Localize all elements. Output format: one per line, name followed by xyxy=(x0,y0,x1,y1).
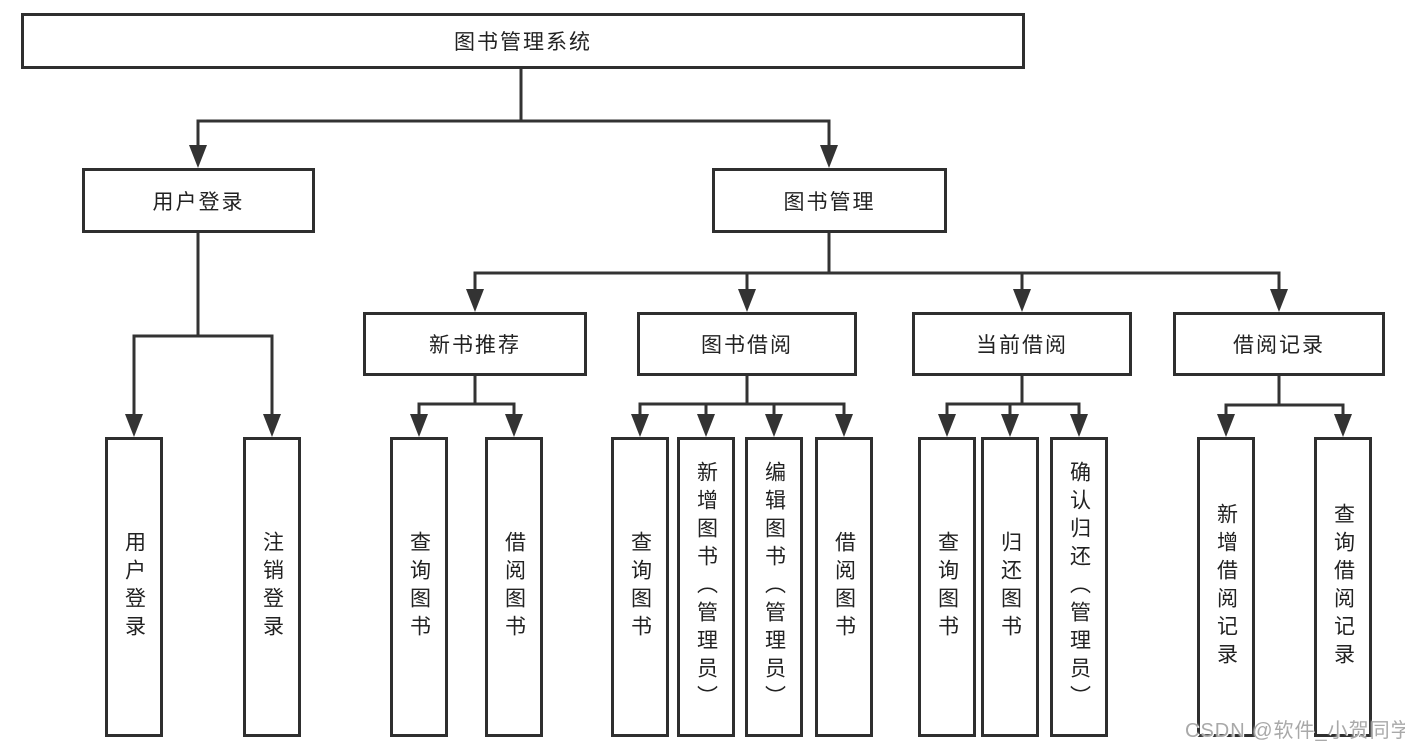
node-library-system: 图书管理系统 xyxy=(21,13,1025,69)
leaf-query-books: 查询图书 xyxy=(390,437,448,737)
node-book-borrowing: 图书借阅 xyxy=(637,312,857,376)
leaf-user-login: 用户登录 xyxy=(105,437,163,737)
csdn-watermark: CSDN @软件_小贺同学 xyxy=(1185,720,1405,742)
node-borrowing-records: 借阅记录 xyxy=(1173,312,1385,376)
leaf-borrow-books: 借阅图书 xyxy=(485,437,543,737)
leaf-add-books-admin: 新增图书（管理员） xyxy=(677,437,735,737)
node-user-login: 用户登录 xyxy=(82,168,315,233)
node-book-management: 图书管理 xyxy=(712,168,947,233)
arrowheads xyxy=(125,145,1352,437)
leaf-borrow-books: 借阅图书 xyxy=(815,437,873,737)
node-new-book-recommendation: 新书推荐 xyxy=(363,312,587,376)
leaf-add-borrow-record: 新增借阅记录 xyxy=(1197,437,1255,737)
node-current-borrowing: 当前借阅 xyxy=(912,312,1132,376)
leaf-logout: 注销登录 xyxy=(243,437,301,737)
leaf-query-borrow-record: 查询借阅记录 xyxy=(1314,437,1372,737)
leaf-query-books: 查询图书 xyxy=(611,437,669,737)
leaf-return-books: 归还图书 xyxy=(981,437,1039,737)
leaf-confirm-return-admin: 确认归还（管理员） xyxy=(1050,437,1108,737)
leaf-edit-books-admin: 编辑图书（管理员） xyxy=(745,437,803,737)
leaf-query-books: 查询图书 xyxy=(918,437,976,737)
